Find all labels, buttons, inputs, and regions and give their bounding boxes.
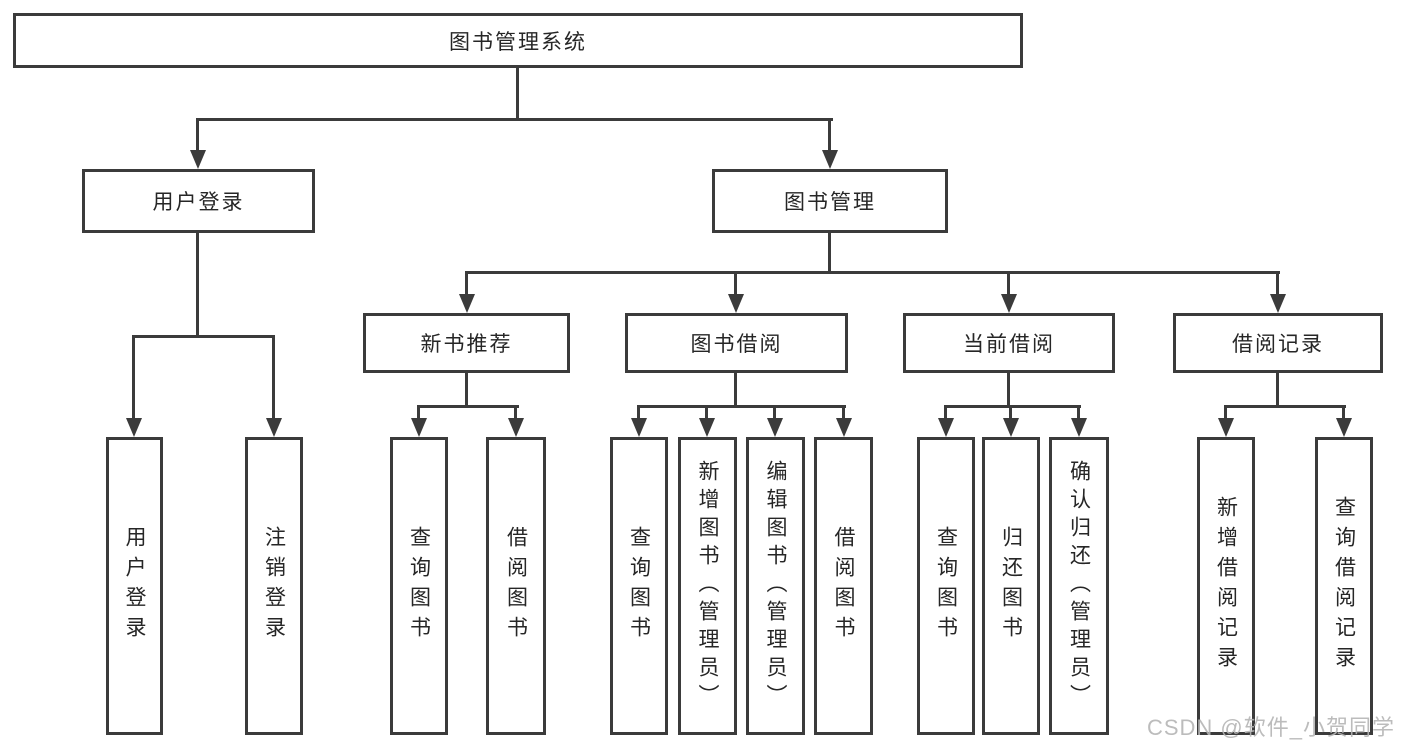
connector-line <box>132 335 275 338</box>
leaf-bookborrow-query: 查询图书 <box>610 437 668 735</box>
arrow-down-icon <box>266 418 282 437</box>
leaf-currentborrow-confirm-admin-label: 确认归还（管理员） <box>1067 460 1091 712</box>
leaf-currentborrow-return: 归还图书 <box>982 437 1040 735</box>
node-new-book-recommend-label: 新书推荐 <box>420 333 513 356</box>
arrow-down-icon <box>1001 294 1017 313</box>
connector-line <box>196 118 833 121</box>
leaf-logout-label: 注销登录 <box>262 526 286 646</box>
connector-line <box>516 68 519 120</box>
arrow-down-icon <box>508 418 524 437</box>
leaf-newbook-query-label: 查询图书 <box>407 526 431 646</box>
leaf-currentborrow-query-label: 查询图书 <box>934 526 958 646</box>
node-user-login-label: 用户登录 <box>152 191 245 214</box>
leaf-newbook-borrow-label: 借阅图书 <box>504 526 528 646</box>
connector-line <box>734 373 737 407</box>
connector-line <box>1077 405 1080 420</box>
leaf-currentborrow-return-label: 归还图书 <box>999 526 1023 646</box>
leaf-record-add: 新增借阅记录 <box>1197 437 1255 735</box>
connector-line <box>1276 271 1279 297</box>
connector-line <box>637 405 640 420</box>
leaf-newbook-query: 查询图书 <box>390 437 448 735</box>
arrow-down-icon <box>822 150 838 169</box>
connector-line <box>465 373 468 407</box>
connector-line <box>828 233 831 273</box>
arrow-down-icon <box>126 418 142 437</box>
connector-line <box>514 405 517 420</box>
leaf-bookborrow-add-admin-label: 新增图书（管理员） <box>696 460 720 712</box>
node-borrow-records-label: 借阅记录 <box>1232 333 1324 356</box>
node-new-book-recommend: 新书推荐 <box>363 313 570 373</box>
node-book-borrow: 图书借阅 <box>625 313 848 373</box>
leaf-record-query-label: 查询借阅记录 <box>1332 496 1356 676</box>
connector-line <box>637 405 846 408</box>
arrow-down-icon <box>836 418 852 437</box>
connector-line <box>196 233 199 337</box>
connector-line <box>1224 405 1227 420</box>
connector-line <box>1224 405 1346 408</box>
connector-line <box>132 335 135 420</box>
connector-line <box>196 118 199 152</box>
leaf-user-login-label: 用户登录 <box>123 526 147 646</box>
leaf-currentborrow-query: 查询图书 <box>917 437 975 735</box>
leaf-newbook-borrow: 借阅图书 <box>486 437 546 735</box>
leaf-record-query: 查询借阅记录 <box>1315 437 1373 735</box>
arrow-down-icon <box>1003 418 1019 437</box>
connector-line <box>1276 373 1279 407</box>
connector-line <box>465 271 1280 274</box>
connector-line <box>272 335 275 420</box>
leaf-user-login: 用户登录 <box>106 437 163 735</box>
connector-line <box>1342 405 1345 420</box>
connector-line <box>944 405 947 420</box>
node-borrow-records: 借阅记录 <box>1173 313 1383 373</box>
leaf-bookborrow-borrow: 借阅图书 <box>814 437 873 735</box>
connector-line <box>842 405 845 420</box>
connector-line <box>417 405 420 420</box>
leaf-record-add-label: 新增借阅记录 <box>1214 496 1238 676</box>
node-user-login: 用户登录 <box>82 169 315 233</box>
leaf-currentborrow-confirm-admin: 确认归还（管理员） <box>1049 437 1109 735</box>
leaf-bookborrow-edit-admin: 编辑图书（管理员） <box>746 437 805 735</box>
node-root: 图书管理系统 <box>13 13 1023 68</box>
connector-line <box>465 271 468 297</box>
node-current-borrow: 当前借阅 <box>903 313 1115 373</box>
arrow-down-icon <box>699 418 715 437</box>
csdn-watermark: CSDN @软件_小贺同学 <box>1146 715 1395 740</box>
leaf-bookborrow-borrow-label: 借阅图书 <box>832 526 856 646</box>
leaf-bookborrow-edit-admin-label: 编辑图书（管理员） <box>764 460 788 712</box>
arrow-down-icon <box>1218 418 1234 437</box>
connector-line <box>1007 271 1010 297</box>
leaf-bookborrow-add-admin: 新增图书（管理员） <box>678 437 737 735</box>
node-root-label: 图书管理系统 <box>449 30 587 54</box>
connector-line <box>1009 405 1012 420</box>
node-book-borrow-label: 图书借阅 <box>690 333 783 356</box>
connector-line <box>705 405 708 420</box>
arrow-down-icon <box>1071 418 1087 437</box>
arrow-down-icon <box>1336 418 1352 437</box>
leaf-logout: 注销登录 <box>245 437 303 735</box>
node-book-management: 图书管理 <box>712 169 948 233</box>
arrow-down-icon <box>1270 294 1286 313</box>
arrow-down-icon <box>938 418 954 437</box>
arrow-down-icon <box>459 294 475 313</box>
connector-line <box>417 405 519 408</box>
leaf-bookborrow-query-label: 查询图书 <box>627 526 651 646</box>
arrow-down-icon <box>190 150 206 169</box>
connector-line <box>773 405 776 420</box>
connector-line <box>828 118 831 152</box>
node-book-management-label: 图书管理 <box>784 191 876 214</box>
arrow-down-icon <box>631 418 647 437</box>
connector-line <box>944 405 1081 408</box>
arrow-down-icon <box>767 418 783 437</box>
connector-line <box>734 271 737 297</box>
connector-line <box>1007 373 1010 407</box>
node-current-borrow-label: 当前借阅 <box>963 333 1055 356</box>
arrow-down-icon <box>728 294 744 313</box>
arrow-down-icon <box>411 418 427 437</box>
